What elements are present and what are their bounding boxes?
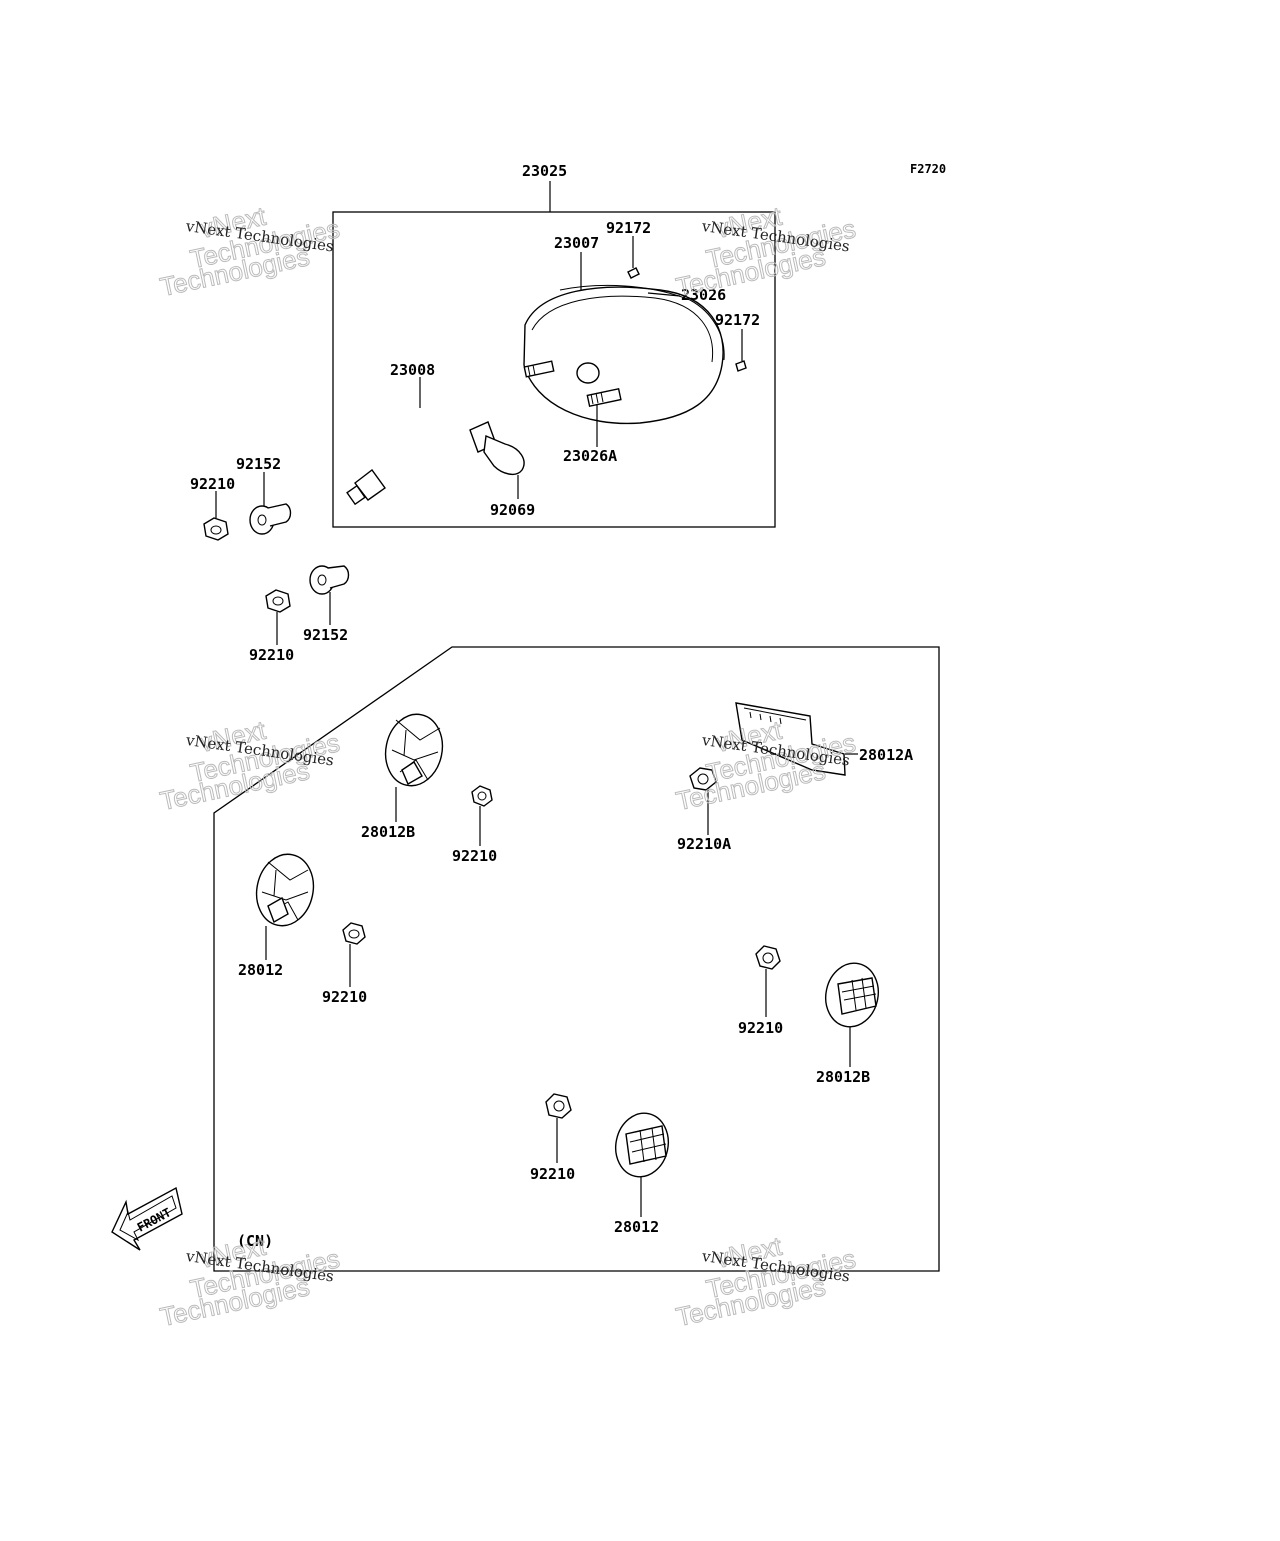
headlight-housing <box>523 284 725 425</box>
region-label: (CN) <box>237 1232 273 1250</box>
watermark-top-right: vNext Technologies Technologies vNext Te… <box>673 200 859 303</box>
label-nut-mid: 92210 <box>249 646 294 664</box>
label-nut-left: 92210 <box>322 988 367 1006</box>
label-reflector-a: 28012A <box>859 746 913 764</box>
nut-bottom <box>545 1093 572 1119</box>
nut-right <box>755 945 781 970</box>
screw-top <box>627 267 640 279</box>
reflector-bottom <box>615 1112 669 1178</box>
collar-top <box>249 503 292 535</box>
leader-line <box>647 292 681 297</box>
cn-variant-frame <box>213 646 940 1272</box>
label-reflector-b-right: 28012B <box>816 1068 870 1086</box>
label-nut-right: 92210 <box>738 1019 783 1037</box>
headlight-assembly-frame <box>332 211 776 528</box>
watermark-bottom-right: vNext Technologies Technologies vNext Te… <box>673 1230 859 1333</box>
watermark-bottom-left: vNext Technologies Technologies vNext Te… <box>157 1230 343 1333</box>
label-stud: 23026A <box>563 447 617 465</box>
label-collar-mid: 92152 <box>303 626 348 644</box>
label-assembly: 23025 <box>522 162 567 180</box>
figure-code: F2720 <box>910 162 946 176</box>
label-bulb: 92069 <box>490 501 535 519</box>
label-screw-top: 92172 <box>606 219 651 237</box>
nut-b-left <box>471 785 493 807</box>
nut-top <box>203 517 229 541</box>
front-arrow-icon: FRONT <box>111 1186 183 1251</box>
watermark-mid-left: vNext Technologies Technologies vNext Te… <box>157 714 343 816</box>
reflector-left <box>255 853 315 927</box>
label-reflector-b-left: 28012B <box>361 823 415 841</box>
label-nut-a: 92210A <box>677 835 731 853</box>
label-screw-right: 92172 <box>715 311 760 329</box>
label-rim: 23026 <box>681 286 726 304</box>
label-collar-top: 92152 <box>236 455 281 473</box>
label-housing: 23007 <box>554 234 599 252</box>
label-reflector-bottom: 28012 <box>614 1218 659 1236</box>
bulb <box>469 421 525 476</box>
socket-wire <box>346 408 479 506</box>
reflector-b-right <box>825 962 879 1028</box>
watermark-top-left: vNext Technologies Technologies vNext Te… <box>157 200 343 303</box>
label-nut-bottom: 92210 <box>530 1165 575 1183</box>
nut-left <box>342 922 366 945</box>
label-nut-b-left: 92210 <box>452 847 497 865</box>
label-nut-top: 92210 <box>190 475 235 493</box>
nut-a <box>689 767 717 791</box>
label-socket-wire: 23008 <box>390 361 435 379</box>
watermark-mid-right: vNext Technologies Technologies vNext Te… <box>673 714 859 816</box>
reflector-a <box>735 702 846 776</box>
label-reflector-left: 28012 <box>238 961 283 979</box>
reflector-b-left <box>384 713 444 787</box>
nut-mid <box>265 589 291 613</box>
screw-right <box>735 360 747 372</box>
collar-mid <box>309 565 350 595</box>
